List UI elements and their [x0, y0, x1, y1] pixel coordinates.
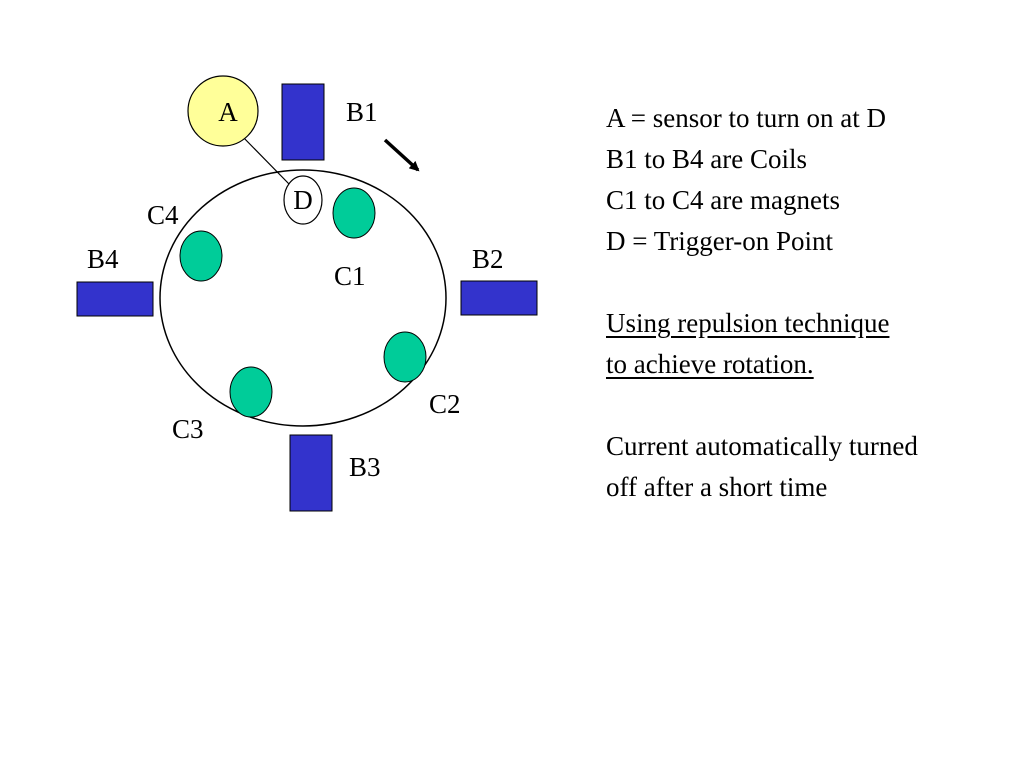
current-text-line-2: off after a short time [606, 472, 828, 502]
explanation-text: A = sensor to turn on at D B1 to B4 are … [606, 98, 1016, 508]
rotation-arrow-icon [383, 138, 420, 172]
legend-trigger-text: D = Trigger-on Point [606, 226, 833, 256]
current-text-line-1: Current automatically turned [606, 431, 918, 461]
technique-text-line-1: Using repulsion technique [606, 308, 890, 338]
technique-text-line-2: to achieve rotation. [606, 349, 814, 379]
sensor-a-circle [187, 75, 259, 147]
coil-b4-label: B4 [87, 244, 119, 274]
legend-sensor-text: A = sensor to turn on at D [606, 103, 886, 133]
magnet-c4-label: C4 [147, 200, 179, 230]
legend-coils-text: B1 to B4 are Coils [606, 144, 807, 174]
rotor-ring [159, 169, 447, 427]
coil-b2-label: B2 [472, 244, 504, 274]
magnet-c3-label: C3 [172, 414, 204, 444]
coil-b1 [281, 83, 325, 161]
trigger-point-d [283, 175, 323, 225]
magnet-c1-label: C1 [334, 261, 366, 291]
magnet-c4 [179, 230, 223, 282]
magnet-c2 [383, 331, 427, 383]
sensor-a-label: A [218, 97, 238, 127]
sensor-connector-line [239, 133, 291, 186]
motor-diagram: A D B1 B2 B3 B4 C1 C2 C3 C4 [76, 75, 538, 512]
coil-b3-label: B3 [349, 452, 381, 482]
magnet-c3 [229, 366, 273, 418]
spacer [606, 385, 1016, 426]
coil-b4 [76, 281, 154, 317]
coil-b3 [289, 434, 333, 512]
spacer [606, 262, 1016, 303]
legend-magnets-text: C1 to C4 are magnets [606, 185, 840, 215]
magnet-c2-label: C2 [429, 389, 461, 419]
trigger-point-d-label: D [293, 185, 313, 215]
coil-b1-label: B1 [346, 97, 378, 127]
magnet-c1 [332, 187, 376, 239]
coil-b2 [460, 280, 538, 316]
